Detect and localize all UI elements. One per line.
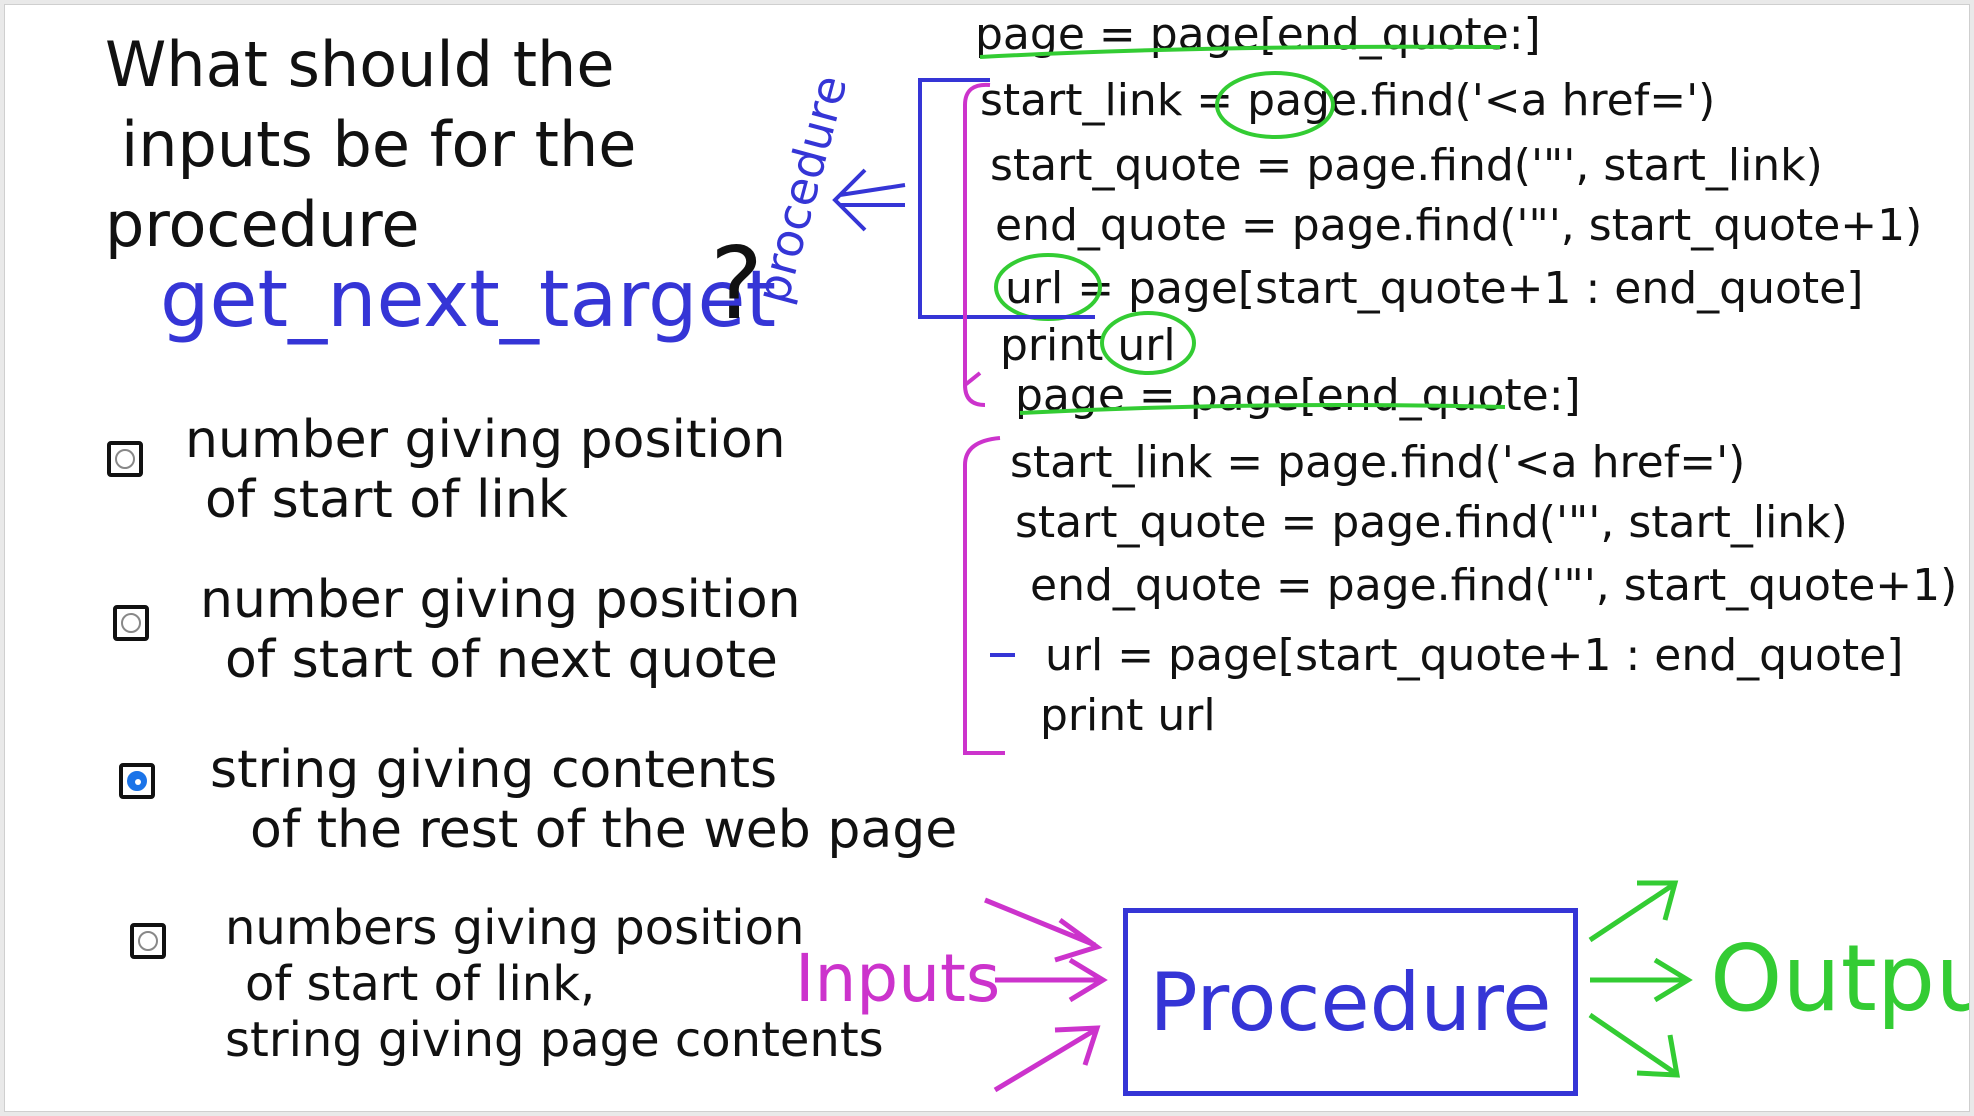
- procedure-box: Procedure: [1123, 908, 1578, 1096]
- option-4-radio: [138, 931, 158, 951]
- option-2-checkbox[interactable]: [113, 605, 149, 641]
- underline-bottom-page-line: [1019, 403, 1506, 415]
- inputs-label: Inputs: [795, 940, 1001, 1017]
- option-3-line-2: of the rest of the web page: [250, 800, 958, 860]
- code-line-2-4: url = page[start_quote+1 : end_quote]: [1045, 630, 1904, 681]
- code-line-2-1: start_link = page.find('<a href='): [1010, 437, 1746, 488]
- annotation-drawings: [832, 44, 1693, 1093]
- option-2-line-2: of start of next quote: [225, 630, 778, 690]
- blue-bracket: [918, 78, 1095, 319]
- option-1-line-2: of start of link: [205, 470, 568, 530]
- circle-page: [1215, 71, 1335, 139]
- option-4-line-1: numbers giving position: [225, 900, 805, 956]
- option-2-radio: [121, 613, 141, 633]
- option-4[interactable]: numbers giving position of start of link…: [225, 900, 884, 1068]
- whiteboard: What should the inputs be for the proced…: [4, 4, 1970, 1112]
- option-3-radio: [127, 771, 147, 791]
- procedure-box-label: Procedure: [1149, 955, 1552, 1049]
- code-line-1-5: url = page[start_quote+1 : end_quote]: [1005, 263, 1864, 314]
- blue-double-arrow: [832, 168, 906, 232]
- code-line-1-3: start_quote = page.find('"', start_link): [990, 140, 1823, 191]
- code-line-1-2: start_link = page.find('<a href='): [980, 75, 1716, 126]
- code-line-2-5: print url: [1040, 690, 1216, 741]
- option-1[interactable]: number giving position of start of link: [185, 410, 786, 530]
- underline-top-page-line: [979, 44, 1501, 59]
- option-3[interactable]: string giving contents of the rest of th…: [210, 740, 957, 860]
- option-1-radio: [115, 449, 135, 469]
- circle-url-2: [1100, 311, 1196, 375]
- option-4-line-2: of start of link,: [245, 956, 596, 1012]
- output-arrows: [1588, 880, 1693, 1078]
- question-mark: ?: [710, 225, 764, 342]
- code-line-1-4: end_quote = page.find('"', start_quote+1…: [995, 200, 1923, 251]
- procedure-name: get_next_target: [160, 255, 777, 345]
- outputs-label: Outputs: [1710, 925, 1969, 1032]
- option-4-checkbox[interactable]: [130, 923, 166, 959]
- code-line-1-7: page = page[end_quote:]: [1015, 370, 1581, 421]
- question-line-3: procedure: [105, 188, 420, 261]
- question-line-1: What should the: [105, 28, 615, 101]
- question-text: What should the inputs be for the proced…: [105, 25, 636, 265]
- option-1-line-1: number giving position: [185, 410, 786, 470]
- option-2-line-1: number giving position: [200, 570, 801, 630]
- circle-url-1: [994, 253, 1102, 321]
- code-line-1-6: print url: [1000, 320, 1176, 371]
- option-2[interactable]: number giving position of start of next …: [200, 570, 801, 690]
- option-3-checkbox[interactable]: [119, 763, 155, 799]
- option-4-line-3: string giving page contents: [225, 1012, 884, 1068]
- option-1-checkbox[interactable]: [107, 441, 143, 477]
- input-arrows: [984, 897, 1108, 1093]
- code-line-2-3: end_quote = page.find('"', start_quote+1…: [1030, 560, 1958, 611]
- question-line-2: inputs be for the: [121, 108, 637, 181]
- code-line-2-2: start_quote = page.find('"', start_link): [1015, 497, 1848, 548]
- purple-bracket-2: [963, 436, 1005, 755]
- option-3-line-1: string giving contents: [210, 740, 778, 800]
- purple-bracket-1: [963, 82, 991, 407]
